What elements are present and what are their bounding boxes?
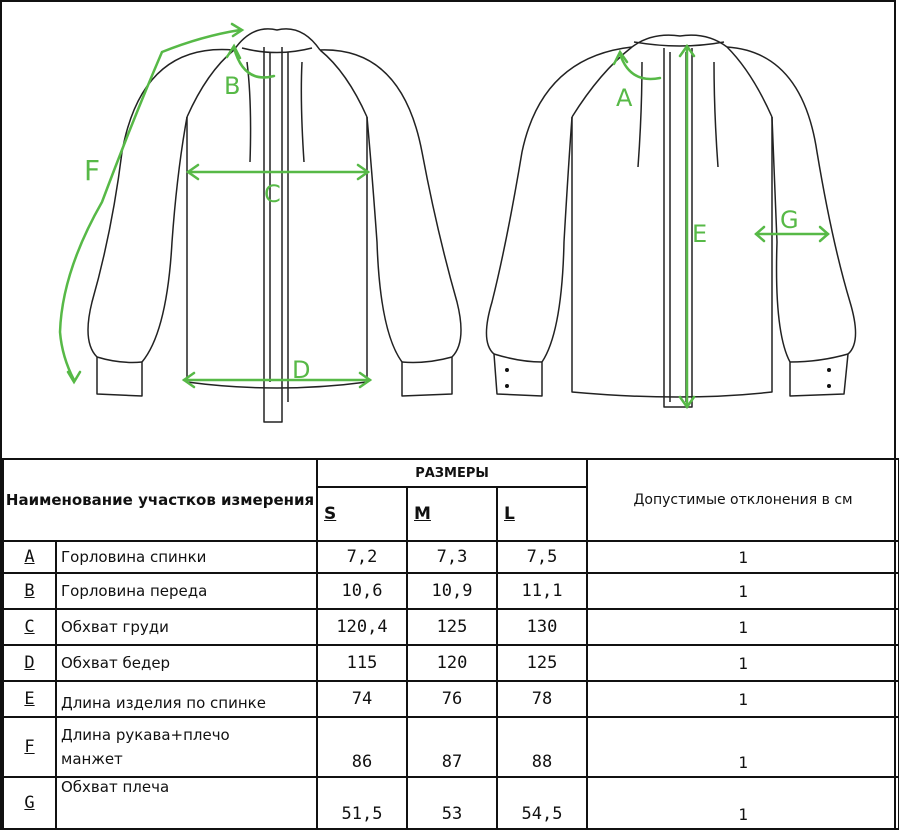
value-tolerance: 1: [586, 776, 899, 830]
value-l: 88: [496, 716, 589, 778]
garment-diagrams: B C D F A E G: [2, 2, 898, 459]
row-code: C: [2, 608, 57, 646]
table-row: G Обхват плеча 51,5 53 54,5 1: [2, 776, 899, 830]
row-name: Обхват бедер: [54, 644, 319, 682]
row-code: B: [2, 572, 57, 610]
value-s: 51,5: [316, 776, 409, 830]
row-name-line-1: Длина рукава+плечо: [61, 726, 230, 744]
row-code: D: [2, 644, 57, 682]
value-s: 74: [316, 680, 409, 718]
label-g: G: [780, 206, 799, 234]
cuff-buttons: [505, 368, 831, 388]
measurement-lines: [58, 22, 830, 410]
value-s: 86: [316, 716, 409, 778]
label-f: F: [84, 154, 100, 187]
row-name: Длина рукава+плечо манжет: [54, 716, 319, 778]
value-m: 120: [406, 644, 499, 682]
value-tolerance: 1: [586, 644, 899, 682]
value-s: 120,4: [316, 608, 409, 646]
value-s: 7,2: [316, 540, 409, 574]
row-name-line-2: манжет: [61, 750, 123, 768]
table-row: E Длина изделия по спинке 74 76 78 1: [2, 680, 899, 718]
header-sizes: РАЗМЕРЫ: [316, 458, 589, 488]
value-l: 7,5: [496, 540, 589, 574]
label-c: C: [264, 180, 281, 208]
value-l: 54,5: [496, 776, 589, 830]
header-size-l: L: [496, 486, 589, 542]
row-name: Обхват груди: [54, 608, 319, 646]
value-tolerance: 1: [586, 680, 899, 718]
row-name: Горловина переда: [54, 572, 319, 610]
table-row: F Длина рукава+плечо манжет 86 87 88 1: [2, 716, 899, 778]
front-blouse: [87, 28, 462, 423]
value-tolerance: 1: [586, 572, 899, 610]
row-code: E: [2, 680, 57, 718]
value-m: 76: [406, 680, 499, 718]
label-a: A: [616, 84, 633, 112]
header-name: Наименование участков измерения: [1, 458, 319, 542]
row-name: Обхват плеча: [54, 776, 319, 830]
back-blouse: [485, 34, 857, 408]
header-size-s: S: [316, 486, 409, 542]
row-name: Длина изделия по спинке: [54, 680, 319, 718]
value-m: 53: [406, 776, 499, 830]
row-code: G: [2, 776, 57, 830]
table-row: C Обхват груди 120,4 125 130 1: [2, 608, 899, 646]
value-tolerance: 1: [586, 716, 899, 778]
value-tolerance: 1: [586, 540, 899, 574]
table-row: D Обхват бедер 115 120 125 1: [2, 644, 899, 682]
row-code: A: [2, 540, 57, 574]
row-code: F: [2, 716, 57, 778]
label-b: B: [224, 72, 240, 100]
value-l: 78: [496, 680, 589, 718]
value-tolerance: 1: [586, 608, 899, 646]
value-s: 115: [316, 644, 409, 682]
value-m: 7,3: [406, 540, 499, 574]
value-m: 125: [406, 608, 499, 646]
value-s: 10,6: [316, 572, 409, 610]
row-name: Горловина спинки: [54, 540, 319, 574]
header-size-m: M: [406, 486, 499, 542]
size-table: Наименование участков измерения РАЗМЕРЫ …: [1, 458, 899, 830]
garment-drawing: B C D F A E G: [58, 22, 857, 423]
header-tolerance: Допустимые отклонения в см: [586, 458, 899, 542]
value-l: 130: [496, 608, 589, 646]
value-m: 87: [406, 716, 499, 778]
table-row: B Горловина переда 10,6 10,9 11,1 1: [2, 572, 899, 610]
label-d: D: [292, 356, 310, 384]
value-m: 10,9: [406, 572, 499, 610]
value-l: 11,1: [496, 572, 589, 610]
table-row: A Горловина спинки 7,2 7,3 7,5 1: [2, 540, 899, 574]
value-l: 125: [496, 644, 589, 682]
label-e: E: [692, 220, 707, 248]
